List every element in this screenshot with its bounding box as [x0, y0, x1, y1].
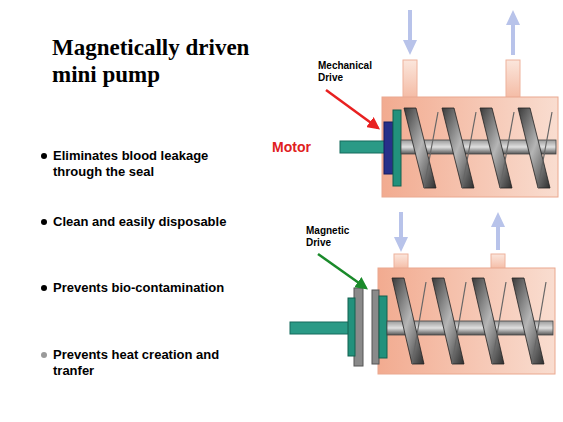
bullet-text: Clean and easily disposable [53, 214, 243, 230]
leader-arrow [318, 254, 366, 288]
callout-label: Mechanical Drive [318, 60, 388, 84]
screw-flight [538, 112, 552, 188]
flow-arrow [403, 40, 417, 55]
leader-arrow [326, 90, 378, 128]
pump-housing [382, 97, 558, 197]
magnetic-pump [290, 212, 555, 374]
screw-auger [401, 108, 556, 188]
screw-flight [492, 282, 506, 364]
bullet-dot [41, 153, 47, 159]
callout-label: Magnetic Drive [306, 225, 368, 249]
flow-arrow [394, 237, 408, 252]
motor-shaft [290, 322, 350, 334]
drive-disc [393, 110, 401, 186]
mechanical-pump [340, 10, 558, 197]
screw-flight [462, 112, 476, 188]
flow-arrow [511, 20, 515, 55]
driven-magnet [379, 296, 387, 358]
screw-auger [387, 278, 553, 364]
pump-housing [378, 268, 555, 374]
inlet-pipe [403, 60, 417, 100]
bullet-text: Eliminates blood leakage through the sea… [53, 148, 243, 180]
bullet-dot [41, 352, 47, 358]
screw-flight [424, 112, 438, 188]
driving-magnet [348, 298, 355, 356]
bullet-dot [41, 285, 47, 291]
motor-label: Motor [272, 139, 334, 155]
screw-flight [500, 112, 514, 188]
screw-flight [532, 282, 546, 364]
screw-flight [452, 282, 466, 364]
bullet-text: Prevents heat creation and tranfer [53, 347, 243, 379]
screw-flight [412, 282, 426, 364]
flow-arrow [506, 10, 520, 25]
flow-arrow [491, 212, 505, 227]
bullet-dot [41, 219, 47, 225]
seal [384, 122, 393, 174]
title: Magnetically driven mini pump [52, 34, 252, 88]
bullet-text: Prevents bio-contamination [53, 280, 243, 296]
motor-shaft [340, 141, 386, 153]
magnet-outer [372, 290, 379, 364]
outlet-pipe [506, 60, 520, 100]
flow-arrow [408, 10, 412, 45]
